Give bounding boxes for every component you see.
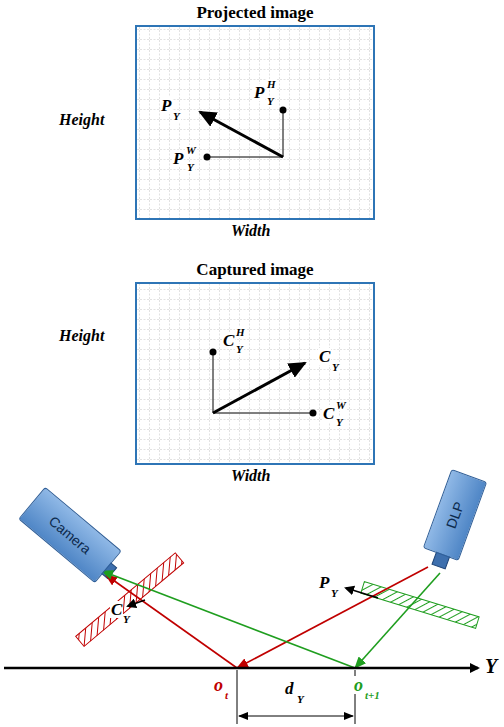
device-name: DLP [443, 499, 467, 530]
projector-body: DLP [423, 469, 487, 561]
symbol-label: o [353, 676, 364, 694]
index-mark: Y [331, 362, 340, 373]
index-mark: Y [330, 588, 339, 599]
index-mark: Y [186, 162, 195, 173]
symbol-label: Height [58, 328, 105, 344]
symbol-label: C [222, 332, 235, 349]
symbol-label: P [318, 574, 330, 591]
symbol-label: P [172, 150, 184, 167]
index-mark: Y [172, 111, 181, 122]
index-mark: W [335, 400, 347, 411]
symbol-label: o [213, 676, 224, 694]
index-mark: Y [296, 694, 305, 705]
symbol-label: Y [484, 656, 498, 676]
image-title: Projected image [97, 3, 413, 23]
symbol-label: C [322, 405, 335, 422]
index-mark: Y [235, 344, 244, 355]
symbol-label: P [160, 97, 172, 114]
index-mark: Y [122, 614, 131, 625]
captured-image-frame: Captured image [135, 282, 375, 465]
index-mark: t+1 [364, 690, 381, 701]
symbol-label: C [318, 348, 331, 365]
index-mark: H [266, 79, 277, 90]
symbol-label: Height [58, 112, 105, 128]
index-mark: Y [335, 417, 344, 428]
symbol-label: P [253, 84, 265, 101]
projected-image-frame: Projected image [135, 25, 375, 220]
camera-body: Camera [18, 487, 122, 583]
symbol-label: Width [230, 468, 271, 484]
index-mark: t [224, 690, 229, 701]
index-mark: H [235, 327, 246, 338]
device-name: Camera [46, 513, 94, 557]
index-mark: Y [266, 96, 275, 107]
symbol-label: Width [230, 223, 271, 239]
index-mark: W [185, 145, 197, 156]
image-title: Captured image [97, 260, 413, 280]
symbol-label: d [284, 680, 295, 697]
